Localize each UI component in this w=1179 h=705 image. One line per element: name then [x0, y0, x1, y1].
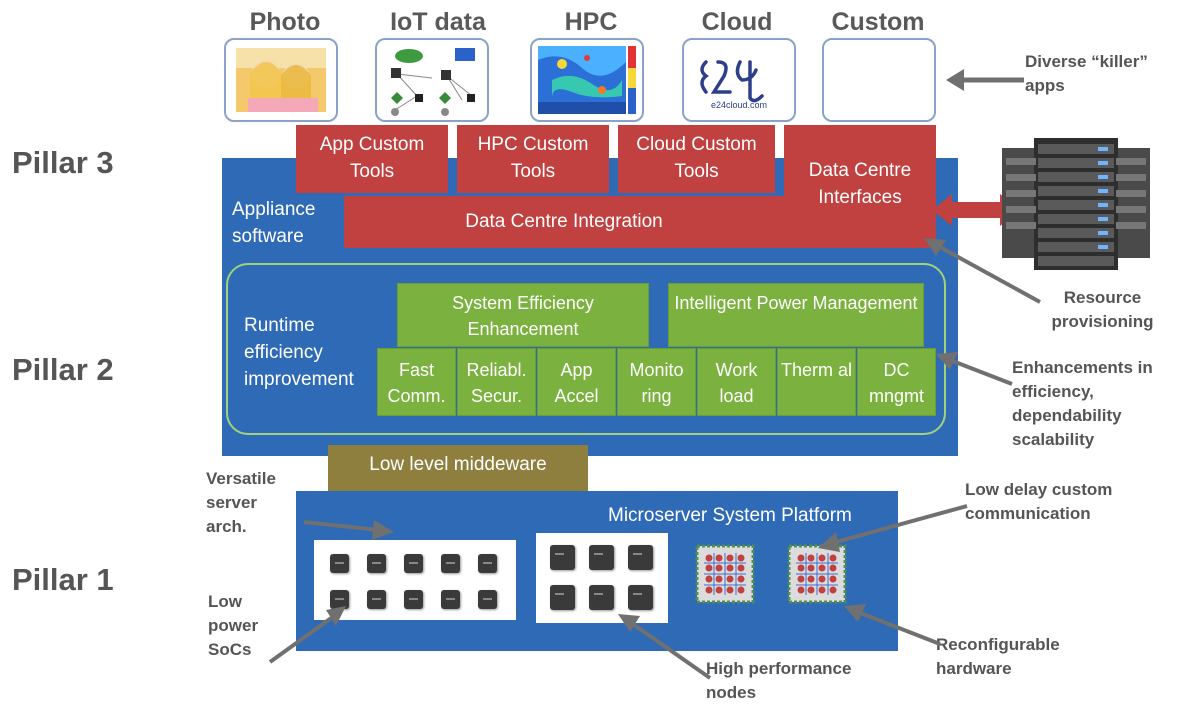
soc-chip-icon	[367, 554, 386, 573]
hpc-chip-icon	[628, 585, 653, 610]
intelligent-power-box: Intelligent Power Management	[668, 283, 924, 347]
resource-provisioning-note: Resource provisioning	[1051, 288, 1154, 331]
soc-chip-icon	[367, 590, 386, 609]
resource-arrow-icon	[924, 238, 1041, 304]
data-centre-integration: Data Centre Integration	[344, 196, 784, 248]
low-delay-arrow-icon	[818, 504, 968, 552]
app-accel-box: App Accel	[537, 348, 616, 416]
diverse-apps-note: Diverse “killer” apps	[1025, 52, 1148, 95]
app-title-iot: IoT data	[390, 8, 486, 36]
reconfig-arrow-icon	[844, 604, 941, 646]
pillar-2-label: Pillar 2	[12, 352, 114, 387]
low-power-socs-note: Low power SoCs	[208, 592, 259, 659]
hpc-chip-icon	[589, 545, 614, 570]
versatile-server-note: Versatile server arch.	[206, 469, 276, 536]
app-custom-tools: App Custom Tools	[296, 125, 448, 193]
soc-chip-icon	[478, 590, 497, 609]
thermal-box: Therm al	[777, 348, 856, 416]
photo-icon	[224, 38, 338, 122]
soc-chip-icon	[404, 554, 423, 573]
pillar-1-label: Pillar 1	[12, 562, 114, 597]
low-power-arrow-icon	[268, 606, 346, 664]
custom-app-box	[822, 38, 936, 122]
enhancements-arrow-icon	[936, 352, 1013, 386]
reliability-security-box: Reliabl. Secur.	[457, 348, 536, 416]
fpga-chip-icon	[695, 544, 755, 604]
e2b-cloud-logo-icon: e24cloud.com	[682, 38, 796, 122]
fpga-chip-icon	[787, 544, 847, 604]
appliance-software-label: Appliance software	[232, 199, 316, 247]
high-performance-nodes	[536, 533, 668, 623]
hpc-chip-icon	[550, 585, 575, 610]
hpc-chip-icon	[589, 585, 614, 610]
dc-mngmt-box: DC mngmt	[857, 348, 936, 416]
system-efficiency-box: System Efficiency Enhancement	[397, 283, 649, 347]
monitoring-box: Monito ring	[617, 348, 696, 416]
runtime-frame	[226, 263, 946, 435]
data-centre-interfaces: Data Centre Interfaces	[784, 125, 936, 248]
low-delay-note: Low delay custom communication	[965, 480, 1113, 523]
versatile-arrow-icon	[303, 520, 394, 540]
app-title-cloud: Cloud	[701, 8, 773, 36]
fast-comm-box: Fast Comm.	[377, 348, 456, 416]
iot-network-icon	[375, 38, 489, 122]
hpc-chip-icon	[628, 545, 653, 570]
pillar-3-label: Pillar 3	[12, 145, 114, 180]
cloud-custom-tools: Cloud Custom Tools	[618, 125, 775, 193]
app-title-custom: Custom	[831, 8, 925, 36]
workload-box: Work load	[697, 348, 776, 416]
soc-chip-icon	[330, 590, 349, 609]
diverse-arrow-icon	[946, 69, 1024, 91]
soc-chip-icon	[441, 554, 460, 573]
runtime-label: Runtime efficiency improvement	[244, 315, 354, 390]
high-perf-arrow-icon	[618, 614, 712, 680]
soc-chip-icon	[478, 554, 497, 573]
high-performance-note: High performance nodes	[706, 659, 852, 702]
server-rack-icon	[1002, 138, 1150, 270]
hpc-custom-tools: HPC Custom Tools	[457, 125, 609, 193]
reconfigurable-note: Reconfigurable hardware	[936, 635, 1060, 678]
app-title-photo: Photo	[249, 8, 321, 36]
low-power-socs	[314, 540, 516, 620]
enhancements-note: Enhancements in efficiency, dependabilit…	[1012, 358, 1153, 449]
soc-chip-icon	[404, 590, 423, 609]
cloud-logo-url: e24cloud.com	[710, 100, 768, 110]
soc-chip-icon	[441, 590, 460, 609]
app-title-hpc: HPC	[564, 8, 618, 36]
double-arrow-icon	[932, 194, 1020, 226]
microserver-label: Microserver System Platform	[608, 505, 852, 526]
soc-chip-icon	[330, 554, 349, 573]
heatmap-icon	[530, 38, 644, 122]
hpc-chip-icon	[550, 545, 575, 570]
